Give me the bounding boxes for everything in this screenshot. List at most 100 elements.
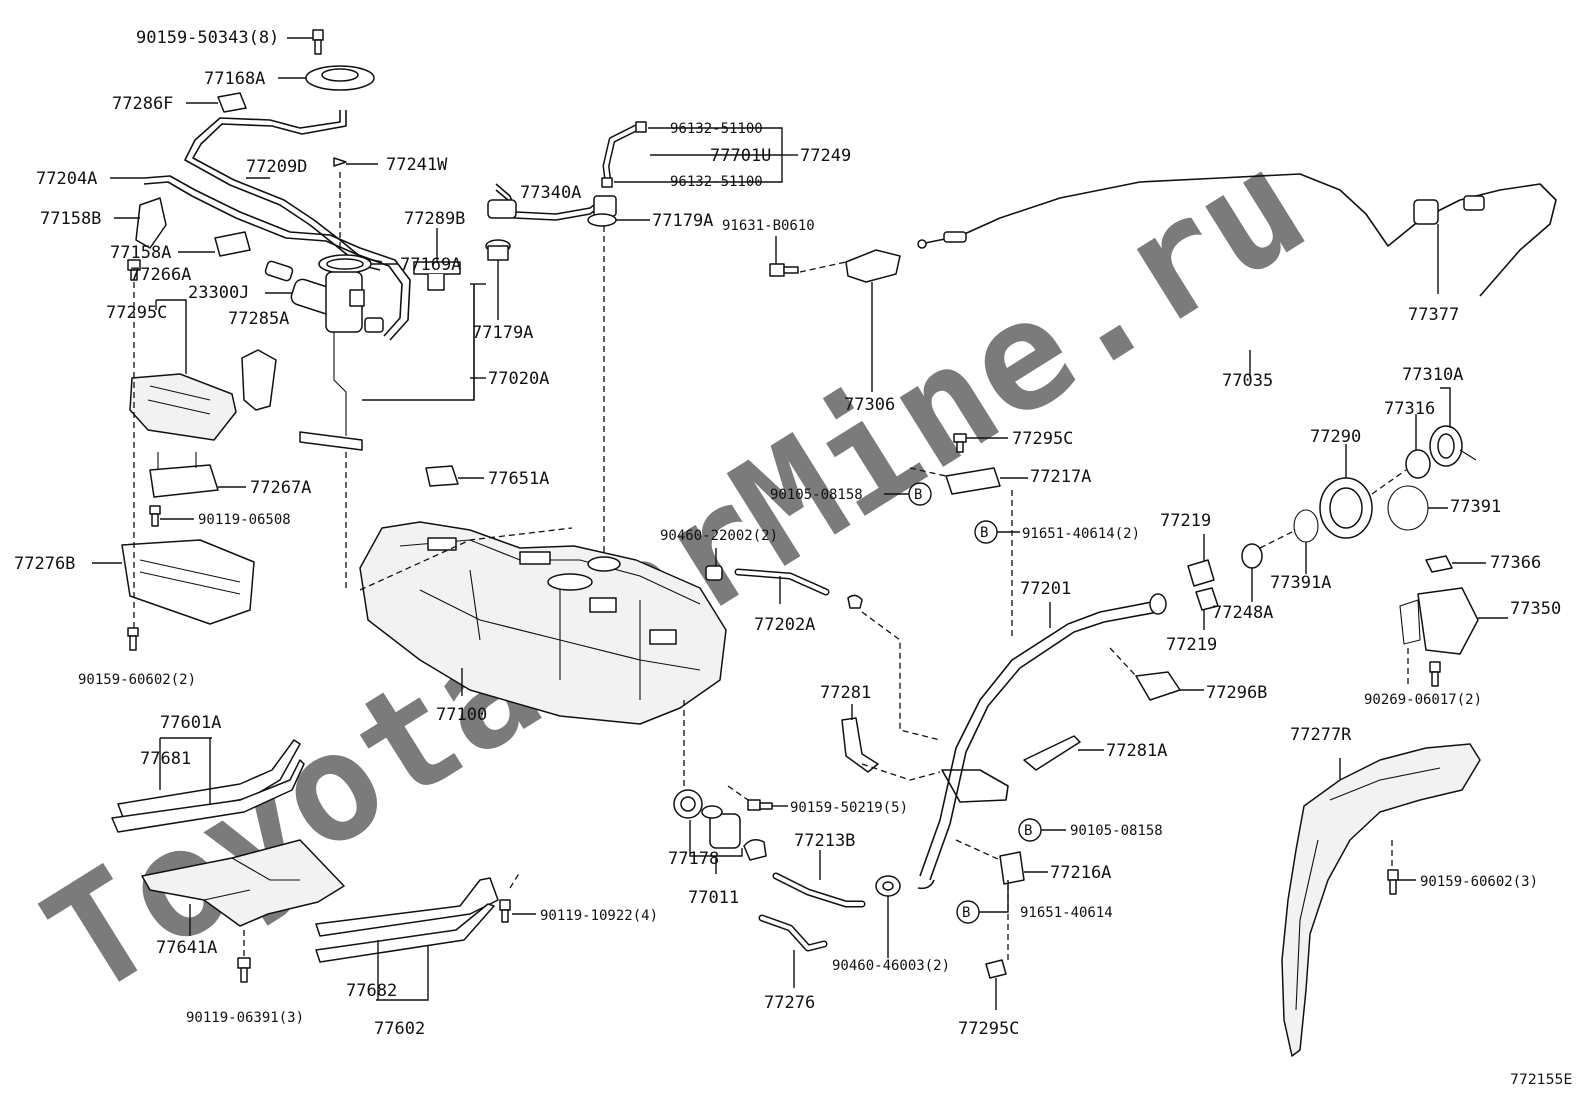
label-77168A: 77168A — [204, 69, 265, 89]
label-77285A: 77285A — [228, 309, 289, 329]
label-77179A-left: 77179A — [472, 323, 533, 343]
protector-77276B — [121, 539, 255, 625]
label-77295C-top: 77295C — [1012, 429, 1073, 449]
label-90460-22002: 90460-22002(2) — [660, 528, 778, 544]
label-77277R: 77277R — [1290, 725, 1352, 745]
label-77289B: 77289B — [404, 209, 465, 229]
bolt-90119-06508 — [149, 505, 161, 527]
protector-77296B — [1135, 671, 1181, 701]
clamp-near-77202A — [847, 594, 863, 609]
bolt-77295C-left — [127, 259, 141, 281]
label-90105-08158-top: 90105-08158 — [770, 487, 863, 503]
grommet-77179A-right — [587, 213, 617, 227]
bracket-77281 — [841, 717, 879, 773]
bolt-90269-06017 — [1429, 661, 1441, 687]
label-77391A: 77391A — [1270, 573, 1331, 593]
filler-pipe-77201 — [917, 593, 1167, 890]
clip-96132-51100-top — [635, 121, 647, 133]
bolt-90119-10922 — [499, 899, 511, 923]
bracket-77158B — [135, 197, 167, 249]
b-marker-2: B — [980, 525, 988, 541]
liner-77277R — [1281, 743, 1481, 1057]
clamp-77289B — [413, 228, 461, 291]
clamp-77285A — [241, 349, 277, 411]
label-77276B: 77276B — [14, 554, 75, 574]
bracket-77217A — [945, 467, 1001, 495]
bolt-90119-06391 — [237, 957, 251, 983]
clip-77219-lower — [1195, 587, 1219, 611]
label-77216A: 77216A — [1050, 863, 1111, 883]
label-77158B: 77158B — [40, 209, 101, 229]
hose-77213B — [772, 872, 866, 908]
b-marker-4: B — [962, 905, 970, 921]
label-77158A: 77158A — [110, 243, 171, 263]
clip-96132-51100-bottom — [601, 177, 613, 188]
label-77217A: 77217A — [1030, 467, 1091, 487]
label-77286F: 77286F — [112, 94, 173, 114]
label-96132-51100-top: 96132-51100 — [670, 121, 763, 137]
label-77295C-left: 77295C — [106, 303, 167, 323]
clip-77241W — [333, 157, 347, 167]
bolt-90159-60602-left — [127, 627, 139, 651]
label-77701U: 77701U — [710, 146, 771, 166]
label-77310A: 77310A — [1402, 365, 1463, 385]
pump-seal-77169A — [318, 254, 372, 274]
label-77377: 77377 — [1408, 305, 1459, 325]
label-77179A-right: 77179A — [652, 211, 713, 231]
clip-77219-upper — [1187, 559, 1215, 587]
label-77241W: 77241W — [386, 155, 448, 175]
clip-77366 — [1425, 555, 1453, 573]
gasket-77391A — [1293, 509, 1319, 543]
label-77267A: 77267A — [250, 478, 311, 498]
label-77602: 77602 — [374, 1019, 425, 1039]
label-77651A: 77651A — [488, 469, 549, 489]
clamp-90460-46003 — [875, 875, 901, 897]
pump-gasket-77168A — [305, 65, 375, 91]
bracket-77267A — [149, 452, 219, 498]
label-77306: 77306 — [844, 395, 895, 415]
label-77295C-bottom: 77295C — [958, 1019, 1019, 1039]
heat-shield-77266A — [129, 373, 237, 441]
label-90159-50219: 90159-50219(5) — [790, 800, 908, 816]
label-77350: 77350 — [1510, 599, 1561, 619]
gasket-77391-right — [1387, 485, 1429, 531]
fuel-door-77350 — [1399, 587, 1479, 655]
pad-77651A — [425, 465, 459, 487]
b-marker-1: B — [914, 487, 922, 503]
label-90119-06508: 90119-06508 — [198, 512, 291, 528]
label-77248A: 77248A — [1212, 603, 1273, 623]
label-23300J: 23300J — [188, 283, 249, 303]
fuel-pump-77020A — [299, 271, 365, 451]
lever-77306 — [845, 249, 901, 283]
fuel-line-77209D — [184, 110, 381, 271]
label-77641A: 77641A — [156, 938, 217, 958]
label-90119-06391: 90119-06391(3) — [186, 1010, 304, 1026]
bracket-77158A — [214, 231, 251, 257]
label-77178: 77178 — [668, 849, 719, 869]
label-77209D: 77209D — [246, 157, 307, 177]
label-77201: 77201 — [1020, 579, 1071, 599]
label-77601A: 77601A — [160, 713, 221, 733]
label-77296B: 77296B — [1206, 683, 1267, 703]
bolt-77295C-bottom — [985, 959, 1007, 979]
label-90105-08158-bottom: 90105-08158 — [1070, 823, 1163, 839]
clamp-90460-22002 — [705, 565, 723, 581]
bracket-77216A — [999, 851, 1025, 885]
cable-77035 — [917, 173, 1557, 297]
fuel-line-77204A — [143, 175, 411, 341]
vent-hose-77701U — [602, 124, 640, 186]
strap-77681 — [111, 739, 305, 833]
grommet-77178 — [673, 789, 703, 819]
label-77391: 77391 — [1450, 497, 1501, 517]
label-90269-06017: 90269-06017(2) — [1364, 692, 1482, 708]
label-77316: 77316 — [1384, 399, 1435, 419]
label-77340A: 77340A — [520, 183, 581, 203]
cap-seal-77316 — [1405, 449, 1431, 479]
hose-77276 — [758, 914, 828, 952]
label-77281: 77281 — [820, 683, 871, 703]
outlet-77011 — [701, 805, 741, 849]
label-77290: 77290 — [1310, 427, 1361, 447]
label-77249: 77249 — [800, 146, 851, 166]
bolt-90159-50343 — [312, 29, 324, 55]
